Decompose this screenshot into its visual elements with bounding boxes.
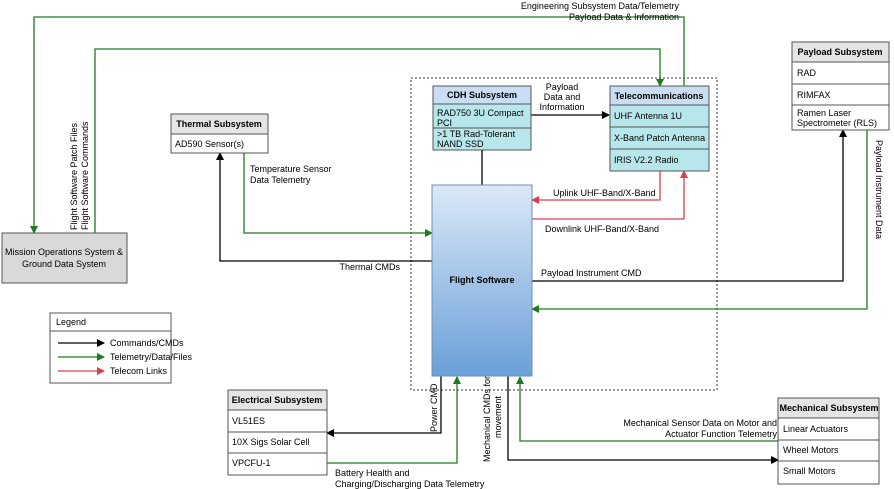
- downlink-label: Downlink UHF-Band/X-Band: [545, 224, 659, 234]
- telecommunications-subsystem: Telecommunications UHF Antenna 1U X-Band…: [609, 85, 710, 172]
- uplink-label: Uplink UHF-Band/X-Band: [553, 188, 656, 198]
- battery-label-2: Charging/Discharging Data Telemetry: [335, 479, 485, 489]
- telecom-item-2: X-Band Patch Antenna: [614, 133, 705, 143]
- telecom-item-1: UHF Antenna 1U: [614, 111, 682, 121]
- mechanical-item-3: Small Motors: [783, 466, 836, 476]
- mission-line-2: Ground Data System: [22, 259, 106, 269]
- engineering-label: Engineering Subsystem Data/Telemetry: [521, 1, 680, 11]
- temperature-label-1: Temperature Sensor: [250, 164, 332, 174]
- electrical-item-3: VPCFU-1: [232, 458, 271, 468]
- mechanical-item-2: Wheel Motors: [783, 445, 839, 455]
- electrical-subsystem: Electrical Subsystem VL51ES 10X Sigs Sol…: [227, 389, 328, 476]
- power-cmd-label: Power CMD: [429, 383, 439, 432]
- flight-software-title: Flight Software: [450, 275, 515, 285]
- cdh-item-1b: PCI: [437, 118, 452, 128]
- electrical-item-1: VL51ES: [232, 416, 265, 426]
- payload-item-2: RIMFAX: [797, 90, 831, 100]
- legend-telemetry-label: Telemetry/Data/Files: [110, 352, 193, 362]
- battery-telemetry-arrow: [327, 376, 461, 464]
- spacecraft-boundary: [410, 77, 718, 391]
- legend-command-label: Commands/CMDs: [110, 338, 184, 348]
- legend-title: Legend: [56, 317, 86, 327]
- cdh-title: CDH Subsystem: [447, 90, 517, 100]
- cdh-item-1a: RAD750 3U Compact: [437, 108, 524, 118]
- mech-cmds-label-1: Mechanical CMDs for: [482, 376, 492, 462]
- mech-sensor-label-1: Mechanical Sensor Data on Motor and: [623, 418, 777, 428]
- payload-cmd-label: Payload Instrument CMD: [541, 268, 642, 278]
- mech-cmds-label-2: movement: [493, 395, 503, 438]
- downlink-arrow: [532, 170, 688, 220]
- payload-data-to-telecom-arrow: [94, 48, 664, 233]
- battery-label-1: Battery Health and: [335, 468, 410, 478]
- cdh-item-2a: >1 TB Rad-Tolerant: [437, 129, 516, 139]
- fs-patch-files-label: Flight Software Patch Files: [69, 122, 79, 230]
- legend: Legend Commands/CMDs Telemetry/Data/File…: [49, 312, 193, 384]
- telecom-item-3: IRIS V2.2 Radio: [614, 155, 679, 165]
- temperature-telemetry-arrow: [243, 153, 433, 237]
- payload-instrument-data-label: Payload Instrument Data: [874, 140, 884, 239]
- thermal-cmds-label: Thermal CMDs: [339, 262, 400, 272]
- payload-subsystem: Payload Subsystem RAD RIMFAX Ramen Laser…: [791, 41, 890, 131]
- payload-item-1: RAD: [797, 68, 817, 78]
- thermal-title: Thermal Subsystem: [176, 119, 262, 129]
- payload-data-arrow: [531, 130, 868, 313]
- payload-mid-label-3: Information: [539, 102, 584, 112]
- mechanical-sensor-arrow: [516, 376, 778, 442]
- power-cmd-arrow: [326, 376, 442, 437]
- payload-mid-label-2: Data and: [544, 92, 581, 102]
- flight-software-box: [431, 184, 533, 377]
- thermal-cmds-arrow: [216, 152, 432, 262]
- telecom-title: Telecommunications: [615, 91, 704, 101]
- electrical-title: Electrical Subsystem: [232, 395, 323, 405]
- payload-item-3b: Spectrometer (RLS): [797, 118, 877, 128]
- cdh-item-2b: NAND SSD: [437, 139, 484, 149]
- payload-item-3a: Ramen Laser: [797, 108, 851, 118]
- mechanical-cmds-arrow: [507, 376, 779, 464]
- payload-mid-label-1: Payload: [546, 82, 579, 92]
- mission-line-1: Mission Operations System &: [5, 247, 123, 257]
- payload-cmd-arrow: [532, 129, 847, 282]
- mech-sensor-label-2: Actuator Function Telemetry: [665, 429, 777, 439]
- electrical-item-2: 10X Sigs Solar Cell: [232, 437, 310, 447]
- mission-operations-box: Mission Operations System & Ground Data …: [1, 232, 128, 284]
- fs-commands-label: Flight Software Commands: [80, 121, 90, 230]
- uplink-arrow: [531, 171, 661, 204]
- payload-title: Payload Subsystem: [797, 47, 882, 57]
- thermal-subsystem: Thermal Subsystem AD590 Sensor(s): [170, 113, 269, 154]
- cdh-subsystem: CDH Subsystem RAD750 3U Compact PCI >1 T…: [432, 85, 532, 151]
- mechanical-title: Mechanical Subsystem: [779, 403, 878, 413]
- mechanical-item-1: Linear Actuators: [783, 424, 849, 434]
- thermal-item-1: AD590 Sensor(s): [175, 139, 244, 149]
- legend-telecom-label: Telecom Links: [110, 366, 168, 376]
- mechanical-subsystem: Mechanical Subsystem Linear Actuators Wh…: [777, 397, 880, 485]
- temperature-label-2: Data Telemetry: [250, 175, 311, 185]
- payload-data-info-label: Payload Data & Information: [569, 12, 679, 22]
- engineering-telemetry-arrow: [30, 16, 685, 234]
